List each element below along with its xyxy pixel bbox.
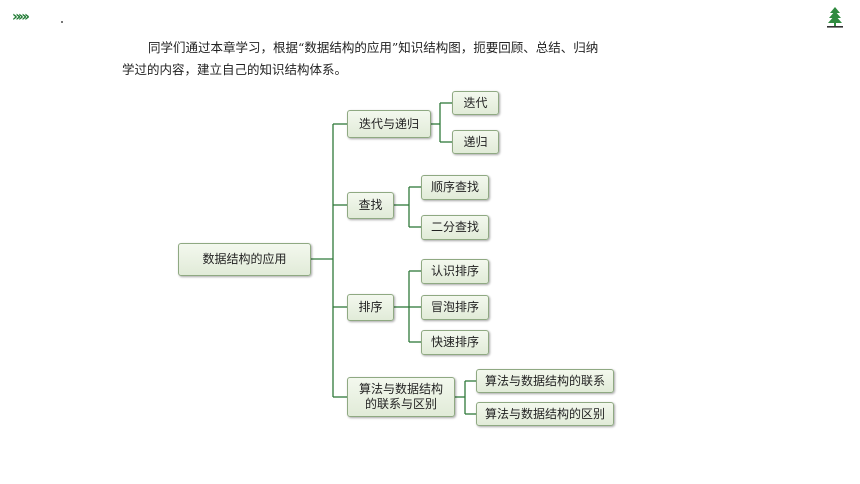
leaf-label: 递归 (463, 134, 488, 149)
branch-label: 排序 (358, 300, 383, 314)
leaf-node-bubble-sort: 冒泡排序 (421, 295, 489, 320)
leaf-node-recursion: 递归 (452, 130, 499, 154)
leaf-node-sort-intro: 认识排序 (421, 259, 489, 284)
leaf-node-sequential-search: 顺序查找 (421, 175, 489, 200)
leaf-label: 冒泡排序 (430, 300, 479, 314)
branch-label: 查找 (358, 198, 383, 212)
branch-node-iteration-recursion: 迭代与递归 (347, 110, 431, 138)
marker-dot (61, 21, 63, 23)
leaf-node-iteration: 迭代 (452, 91, 499, 115)
branch-label: 迭代与递归 (358, 116, 419, 131)
root-node: 数据结构的应用 (178, 243, 311, 276)
leaf-label: 认识排序 (430, 264, 479, 278)
leaf-label: 算法与数据结构的联系 (484, 373, 605, 388)
intro-line-1: 同学们通过本章学习，根据“数据结构的应用”知识结构图，扼要回顾、总结、归纳 (148, 40, 599, 55)
leaf-node-difference: 算法与数据结构的区别 (476, 402, 614, 426)
leaf-label: 顺序查找 (430, 180, 479, 194)
branch-node-sorting: 排序 (347, 294, 394, 321)
leaf-node-relation: 算法与数据结构的联系 (476, 369, 614, 393)
leaf-node-binary-search: 二分查找 (421, 215, 489, 240)
leaf-label: 算法与数据结构的区别 (484, 406, 605, 421)
leaf-label: 迭代 (463, 95, 488, 110)
branch-node-search: 查找 (347, 192, 394, 219)
leaf-node-quick-sort: 快速排序 (421, 330, 489, 355)
branch-label-line-2: 的联系与区别 (364, 397, 437, 411)
root-node-label: 数据结构的应用 (202, 252, 287, 266)
intro-text: 同学们通过本章学习，根据“数据结构的应用”知识结构图，扼要回顾、总结、归纳 学过… (122, 37, 682, 81)
intro-line-2: 学过的内容，建立自己的知识结构体系。 (122, 62, 348, 77)
leaf-label: 快速排序 (430, 335, 479, 349)
chevron-arrows-icon: »»› (12, 9, 30, 25)
tree-icon (827, 7, 843, 28)
leaf-label: 二分查找 (430, 220, 479, 234)
branch-node-algorithm-data-structure: 算法与数据结构 的联系与区别 (347, 377, 455, 417)
branch-label-line-1: 算法与数据结构 (358, 382, 443, 396)
